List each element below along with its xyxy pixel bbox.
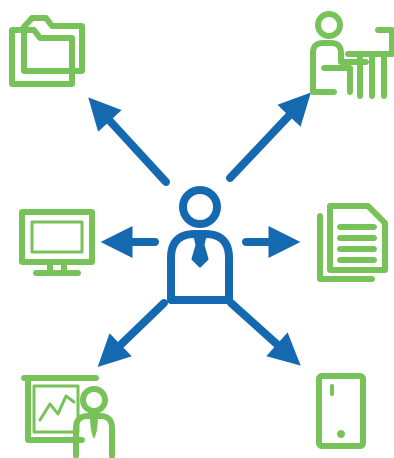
folder-icon xyxy=(9,15,85,87)
presenter-chart-icon xyxy=(21,375,115,458)
person-at-desk-icon xyxy=(310,11,394,99)
monitor-icon xyxy=(19,209,95,276)
businessman-icon xyxy=(167,186,233,304)
documents-icon xyxy=(317,203,388,282)
arrows xyxy=(88,92,311,367)
arrow-bottom-right xyxy=(227,299,301,366)
arrow-top-left xyxy=(88,97,170,186)
arrow-top-right xyxy=(226,92,311,182)
tablet-icon xyxy=(316,373,366,449)
arrow-bottom-left xyxy=(97,299,168,367)
